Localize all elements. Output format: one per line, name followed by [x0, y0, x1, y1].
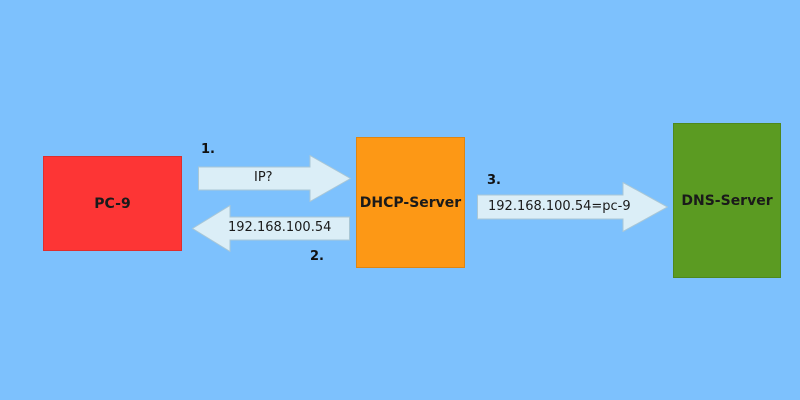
- arrow-response: 192.168.100.54: [192, 205, 350, 252]
- dns-server-label: DNS-Server: [681, 192, 773, 209]
- dhcp-server-label: DHCP-Server: [359, 194, 462, 211]
- dhcp-server-node: DHCP-Server: [356, 137, 465, 268]
- pc-node: PC-9: [43, 156, 182, 251]
- arrow-request-label: IP?: [254, 170, 273, 185]
- arrow-request: IP?: [198, 155, 351, 202]
- arrow-dns-update: 192.168.100.54=pc-9: [477, 182, 668, 232]
- arrow-dns-update-label: 192.168.100.54=pc-9: [488, 199, 631, 214]
- step-label-1: 1.: [201, 142, 215, 157]
- arrow-right-icon: [198, 155, 351, 202]
- pc-node-label: PC-9: [94, 195, 131, 212]
- arrow-right-icon: [477, 182, 668, 232]
- arrow-left-icon: [192, 205, 350, 252]
- dns-server-node: DNS-Server: [673, 123, 781, 278]
- step-label-2: 2.: [310, 249, 324, 264]
- step-label-3: 3.: [487, 173, 501, 188]
- arrow-response-label: 192.168.100.54: [228, 220, 332, 235]
